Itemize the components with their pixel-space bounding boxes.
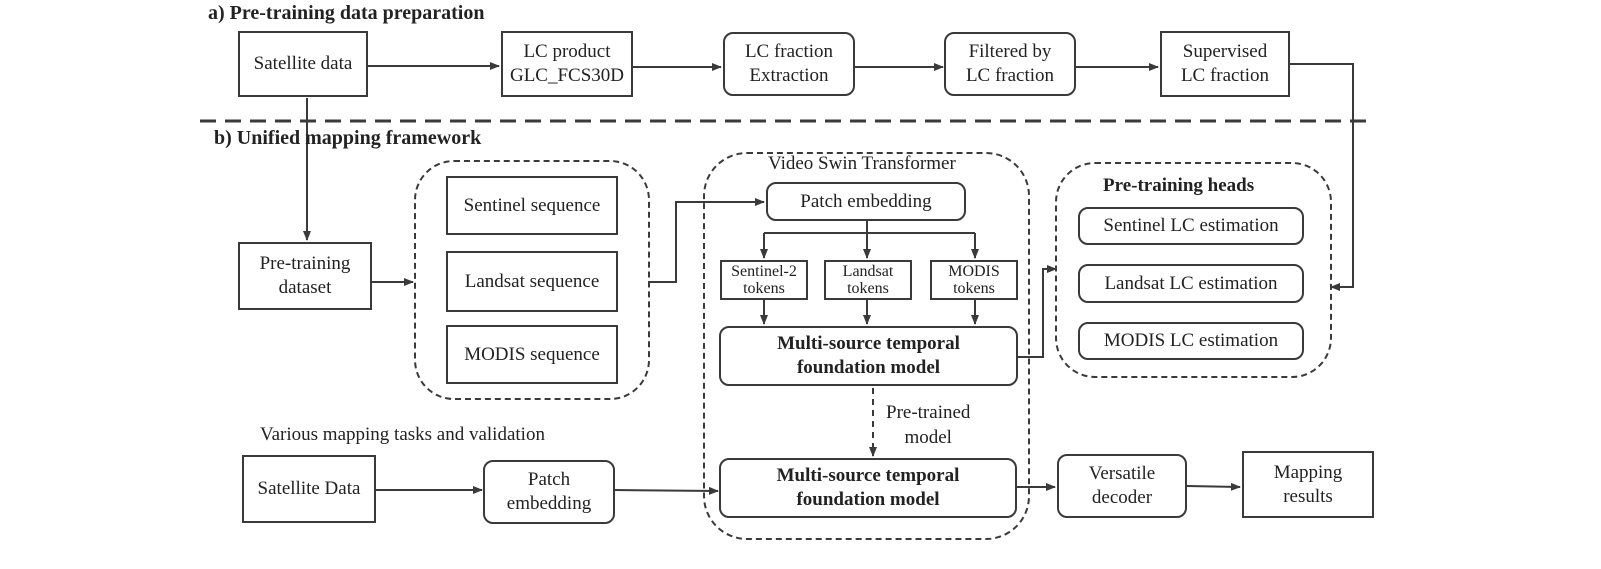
modis-tokens-box: MODIS tokens xyxy=(930,260,1018,300)
supervised-lc-fraction-box: Supervised LC fraction xyxy=(1160,31,1290,97)
mapping-results-box: Mapping results xyxy=(1242,451,1374,518)
versatile-decoder-box: Versatile decoder xyxy=(1057,454,1187,518)
lc-product-box: LC product GLC_FCS30D xyxy=(501,31,633,97)
arrow-decoder-to-results xyxy=(1186,482,1241,491)
pretraining-dataset-box: Pre-training dataset xyxy=(238,242,372,310)
arrow-sequences-to-patch xyxy=(648,198,765,283)
downstream-title: Various mapping tasks and validation xyxy=(260,424,545,445)
modis-sequence-box: MODIS sequence xyxy=(446,325,618,384)
sentinel2-tokens-box: Sentinel-2 tokens xyxy=(720,260,808,300)
landsat-lc-estimation-box: Landsat LC estimation xyxy=(1078,264,1304,303)
modis-lc-estimation-box: MODIS LC estimation xyxy=(1078,322,1304,360)
arrow-patch2-to-model2 xyxy=(613,486,719,495)
landsat-sequence-box: Landsat sequence xyxy=(446,251,618,312)
sentinel-sequence-box: Sentinel sequence xyxy=(446,176,618,235)
sentinel-lc-estimation-box: Sentinel LC estimation xyxy=(1078,207,1304,245)
foundation-model-downstream-box: Multi-source temporal foundation model xyxy=(719,458,1017,518)
video-swin-transformer-group xyxy=(703,152,1030,540)
lc-fraction-extraction-box: LC fraction Extraction xyxy=(723,32,855,96)
sequence-group xyxy=(414,160,650,400)
section-a-title: a) Pre-training data preparation xyxy=(208,2,485,24)
arrow-model-to-heads xyxy=(1018,265,1057,358)
downstream-satellite-data-box: Satellite Data xyxy=(242,455,376,523)
arrow-supervised-to-heads xyxy=(1289,63,1354,291)
video-swin-transformer-title: Video Swin Transformer xyxy=(768,153,956,174)
pretrained-model-label: Pre-trained model xyxy=(886,402,971,448)
pretraining-heads-group xyxy=(1055,162,1332,378)
section-b-title: b) Unified mapping framework xyxy=(214,127,482,149)
pretraining-heads-title: Pre-training heads xyxy=(1103,175,1255,196)
patch-embedding-box: Patch embedding xyxy=(766,182,966,221)
landsat-tokens-box: Landsat tokens xyxy=(824,260,912,300)
foundation-model-pretraining-box: Multi-source temporal foundation model xyxy=(719,326,1018,386)
filtered-by-lc-fraction-box: Filtered by LC fraction xyxy=(944,32,1076,96)
downstream-patch-embedding-box: Patch embedding xyxy=(483,460,615,524)
satellite-data-box: Satellite data xyxy=(238,31,368,97)
